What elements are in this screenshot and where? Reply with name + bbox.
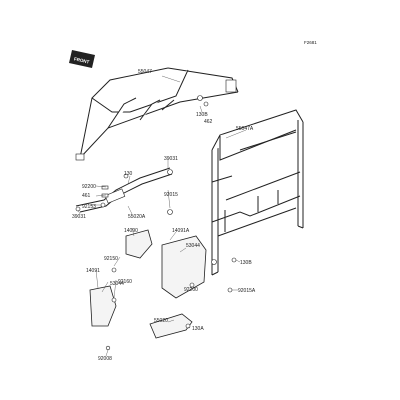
side-cover-14091a — [161, 235, 207, 299]
part-label-130a: 130A — [192, 326, 204, 332]
part-label-92008: 92008 — [98, 356, 112, 362]
part-label-92150: 92150 — [104, 256, 118, 262]
part-label-14090: 14090 — [124, 228, 138, 234]
part-label-39031-upper: 39031 — [164, 156, 178, 162]
part-label-55047: 55047 — [138, 69, 152, 75]
diagram-code: F2681 — [304, 40, 317, 45]
mounting-bracket-55020a — [75, 167, 173, 213]
front-badge: FRONT — [69, 50, 95, 68]
part-label-130b-lower: 130B — [240, 260, 252, 266]
cab-frame — [211, 109, 304, 276]
fastener-group — [100, 95, 237, 351]
part-label-462: 462 — [204, 119, 213, 125]
side-panel-14090 — [125, 229, 153, 259]
part-label-92153: 92153 — [82, 204, 96, 210]
part-label-55020: 55020 — [154, 318, 168, 324]
side-cover-14091 — [89, 285, 117, 327]
part-label-130: 130 — [124, 171, 133, 177]
part-label-55047a: 55047A — [236, 126, 254, 132]
guard-mount-bracket — [225, 79, 237, 93]
part-label-461: 461 — [82, 193, 91, 199]
part-label-39031-lower: 39031 — [72, 214, 86, 220]
part-label-92015: 92015 — [164, 192, 178, 198]
part-label-14091: 14091 — [86, 268, 100, 274]
front-badge-label: FRONT — [74, 56, 90, 64]
part-label-130b-upper: 130B — [196, 112, 208, 118]
leader-lines — [77, 75, 247, 357]
part-label-53044-upper: 53044 — [186, 243, 200, 249]
part-label-92200-lower: 92200 — [184, 287, 198, 293]
part-label-14091a: 14091A — [172, 228, 190, 234]
part-labels: 55047 130B 462 55047A 39031 130 92200 46… — [72, 69, 256, 362]
bracket-plate — [104, 188, 126, 204]
part-label-53044-lower: 53044 — [110, 281, 124, 287]
part-label-92015a: 92015A — [238, 288, 256, 294]
front-guard-frame — [75, 67, 239, 161]
guard-foot-left — [75, 153, 85, 161]
part-label-92200-upper: 92200 — [82, 184, 96, 190]
part-label-92160: 92160 — [118, 279, 132, 285]
part-label-55020a: 55020A — [128, 214, 146, 220]
